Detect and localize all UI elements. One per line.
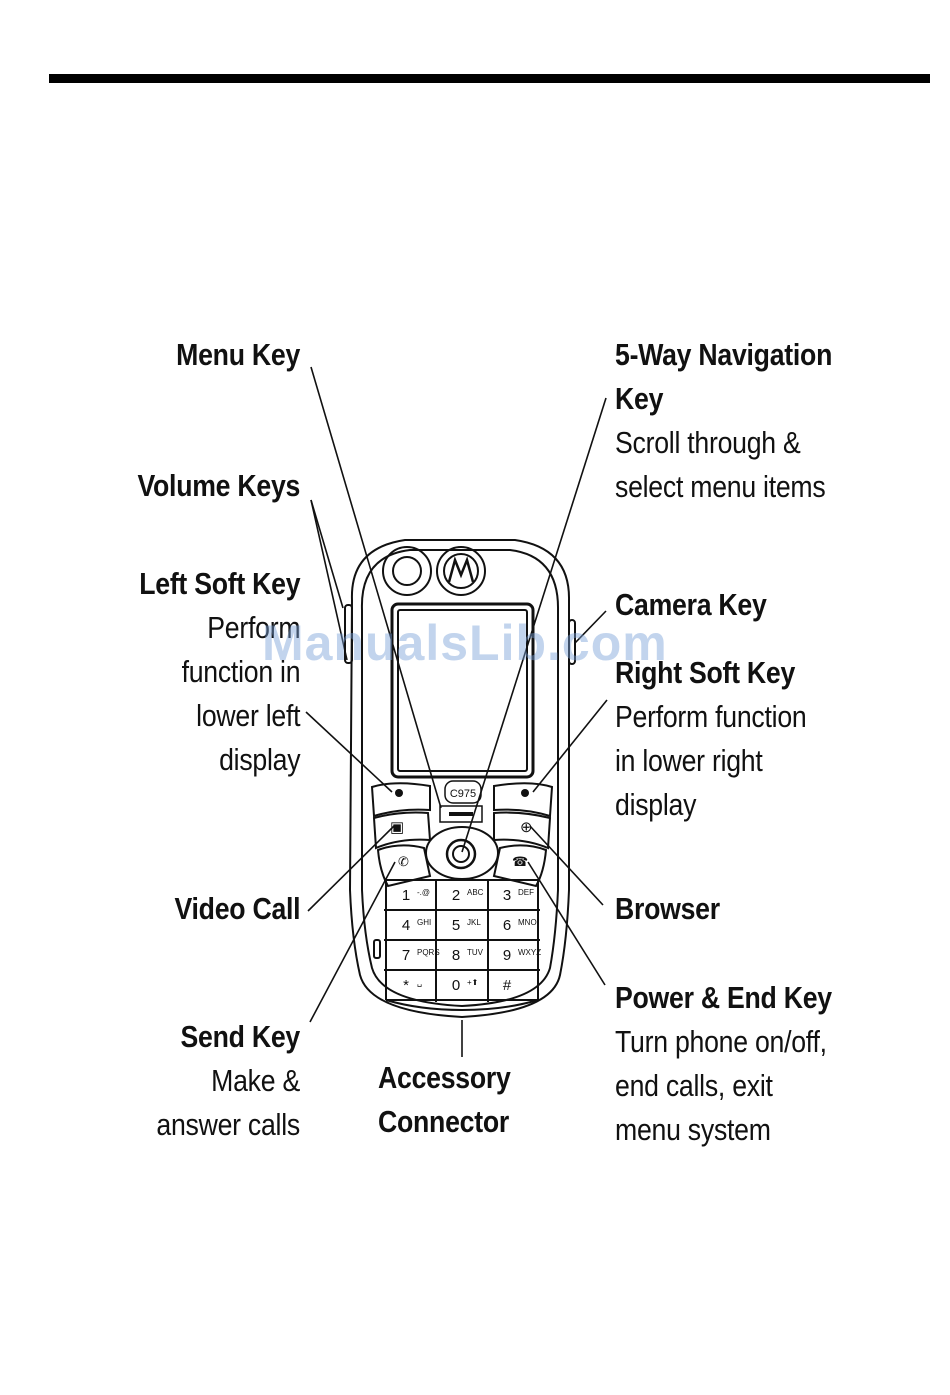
label-left-soft-key: Left Soft Key Perform function in lower …: [113, 562, 300, 782]
keypad-key-letters: MNO: [518, 918, 537, 927]
label-camera-key-title: Camera Key: [615, 587, 767, 622]
label-power-end-key: Power & End Key Turn phone on/off, end c…: [615, 976, 867, 1152]
left-soft-key-dot: [395, 789, 403, 797]
watermark: ManualsLib.com: [262, 615, 668, 671]
right-soft-key: [493, 782, 554, 818]
nav-ring: [425, 826, 499, 880]
display-screen: [390, 602, 535, 779]
send-icon: ✆: [398, 854, 409, 869]
label-send-key: Send Key Make & answer calls: [133, 1015, 300, 1147]
keypad-key-letters: +⬆: [467, 978, 478, 987]
label-left-soft-key-title: Left Soft Key: [138, 566, 300, 601]
keypad-key-5: 5: [452, 917, 460, 934]
leader-left-soft-key: [305, 711, 393, 793]
label-browser: Browser: [615, 887, 737, 931]
leader-volume-keys-a: [310, 499, 344, 609]
label-nav-key-desc: select menu items: [615, 469, 826, 504]
leader-video-call: [307, 825, 395, 912]
keypad-key-1: 1: [402, 887, 410, 904]
leader-power-end-key: [527, 861, 606, 986]
nav-center-key: [445, 838, 477, 870]
label-menu-key: Menu Key: [156, 333, 300, 377]
keypad-key-8: 8: [452, 947, 460, 964]
label-right-soft-key-desc: Perform function: [615, 699, 807, 734]
label-volume-keys-title: Volume Keys: [137, 468, 300, 503]
menu-key: [439, 805, 483, 823]
leader-menu-key: [310, 366, 442, 809]
label-power-end-key-desc: Turn phone on/off,: [615, 1024, 827, 1059]
keypad-key-letters: TUV: [467, 948, 484, 957]
phone-body: [348, 539, 571, 1019]
keypad-key-*: *: [403, 977, 409, 994]
label-power-end-key-desc: menu system: [615, 1112, 771, 1147]
keypad-key-letters: GHI: [417, 918, 431, 927]
model-text: C975: [450, 788, 476, 800]
label-volume-keys: Volume Keys: [111, 464, 300, 508]
keypad-key-letters: PQRS: [417, 948, 440, 957]
keypad-key-3: 3: [503, 887, 511, 904]
label-video-call: Video Call: [154, 887, 300, 931]
right-soft-key-dot: [521, 789, 529, 797]
keypad-key-9: 9: [503, 947, 511, 964]
keypad-key-4: 4: [402, 917, 410, 934]
label-right-soft-key: Right Soft Key Perform function in lower…: [615, 651, 838, 827]
leader-browser: [529, 825, 604, 906]
leader-camera-key: [574, 610, 607, 644]
label-send-key-desc: Make &: [211, 1063, 300, 1098]
keypad-key-2: 2: [452, 887, 460, 904]
side-connector: [373, 939, 381, 959]
label-nav-key-desc: Scroll through &: [615, 425, 801, 460]
keypad-key-letters: ␣: [417, 978, 422, 987]
label-left-soft-key-desc: display: [218, 742, 300, 777]
end-icon: ☎: [512, 854, 528, 869]
label-power-end-key-desc: end calls, exit: [615, 1068, 773, 1103]
label-right-soft-key-title: Right Soft Key: [615, 655, 796, 690]
label-nav-key-title: 5-Way Navigation: [615, 337, 833, 372]
keypad-key-letters: -.@: [417, 888, 430, 897]
keypad-grid: [384, 879, 540, 1002]
label-send-key-desc: answer calls: [156, 1107, 300, 1142]
keypad-key-0: 0: [452, 977, 460, 994]
label-left-soft-key-desc: function in: [181, 654, 300, 689]
keypad-key-#: #: [503, 977, 512, 994]
label-nav-key: 5-Way Navigation Key Scroll through & se…: [615, 333, 867, 509]
label-left-soft-key-desc: lower left: [195, 698, 300, 733]
leader-right-soft-key: [532, 699, 608, 793]
left-soft-key: [370, 782, 431, 818]
motorola-logo-icon: [436, 546, 486, 596]
label-nav-key-title: Key: [615, 381, 664, 416]
camera-lens-icon: [382, 546, 432, 596]
keypad-key-7: 7: [402, 947, 410, 964]
keypad-key-letters: ABC: [467, 888, 484, 897]
label-video-call-title: Video Call: [174, 891, 300, 926]
label-menu-key-title: Menu Key: [176, 337, 300, 372]
browser-key: [493, 811, 552, 850]
video-call-icon: ▣: [390, 819, 404, 836]
label-power-end-key-title: Power & End Key: [615, 980, 832, 1015]
label-send-key-title: Send Key: [180, 1019, 301, 1054]
label-right-soft-key-desc: display: [615, 787, 697, 822]
keypad-key-letters: DEF: [518, 888, 534, 897]
menu-key-bar: [449, 812, 473, 816]
label-accessory-connector-title: Accessory: [378, 1060, 511, 1095]
label-accessory-connector: Accessory Connector: [378, 1056, 532, 1144]
label-browser-title: Browser: [615, 891, 720, 926]
send-key: [376, 844, 432, 888]
keypad-key-letters: JKL: [467, 918, 481, 927]
volume-key-side: [344, 604, 353, 664]
keypad-key-letters: WXYZ: [518, 948, 541, 957]
leader-volume-keys-b: [310, 499, 348, 661]
label-camera-key: Camera Key: [615, 583, 791, 627]
browser-icon: ⊕: [520, 819, 533, 836]
header-rule: [49, 74, 930, 83]
leader-send-key: [309, 861, 396, 1023]
label-right-soft-key-desc: in lower right: [615, 743, 763, 778]
keypad-key-6: 6: [503, 917, 511, 934]
label-left-soft-key-desc: Perform: [206, 610, 300, 645]
leader-nav-key: [461, 397, 607, 853]
label-accessory-connector-title: Connector: [378, 1104, 509, 1139]
phone-inner-body: [360, 549, 560, 1008]
